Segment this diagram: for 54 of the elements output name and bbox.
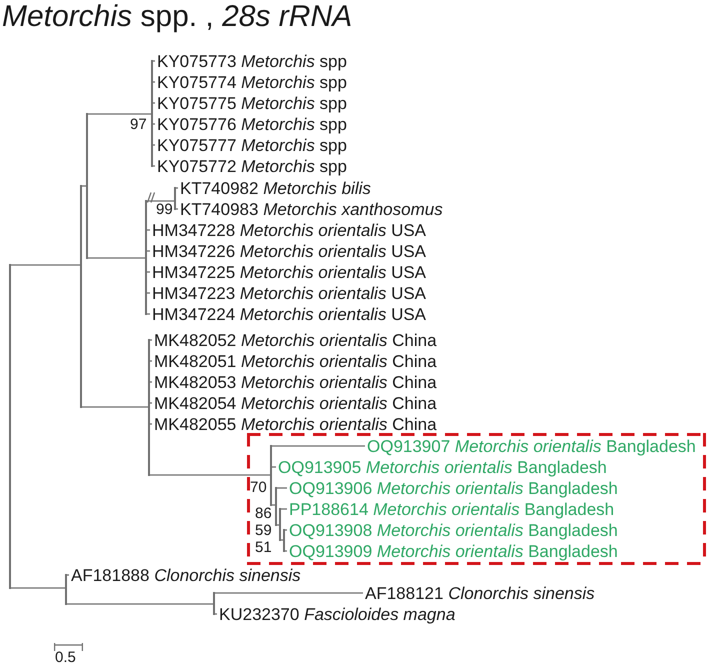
taxon-label: HM347225 Metorchis orientalis USA bbox=[150, 262, 426, 282]
branch-line bbox=[272, 445, 365, 447]
bootstrap-value: 86 bbox=[255, 506, 272, 522]
branch-line bbox=[146, 200, 174, 202]
taxon-label: OQ913908 Metorchis orientalis Bangladesh bbox=[287, 520, 618, 540]
clade-line bbox=[148, 339, 150, 476]
branch-line bbox=[80, 406, 148, 408]
clade-line bbox=[80, 185, 82, 408]
clade-line bbox=[86, 113, 88, 259]
bootstrap-value: 59 bbox=[255, 522, 272, 539]
taxon-label: AF181888 Clonorchis sinensis bbox=[69, 566, 301, 584]
clade-line bbox=[9, 264, 10, 589]
taxon-label: MK482054 Metorchis orientalis China bbox=[152, 394, 437, 412]
taxon-label: HM347228 Metorchis orientalis USA bbox=[150, 220, 426, 240]
branch-line bbox=[88, 113, 151, 115]
taxon-label: KY075776 Metorchis spp bbox=[155, 114, 347, 134]
bootstrap-value: 70 bbox=[250, 480, 267, 496]
bootstrap-value: 51 bbox=[255, 540, 272, 556]
taxon-label: KT740982 Metorchis bilis bbox=[178, 178, 371, 198]
taxon-label: HM347226 Metorchis orientalis USA bbox=[150, 242, 426, 260]
clade-line bbox=[145, 200, 146, 315]
taxon-label: OQ913905 Metorchis orientalis Bangladesh bbox=[276, 458, 607, 476]
branch-line bbox=[148, 474, 270, 476]
scale-label: 0.5 bbox=[55, 650, 76, 665]
taxon-label: KU232370 Fascioloides magna bbox=[217, 604, 456, 624]
diagram-title: Metorchis spp. , 28s rRNA bbox=[2, 0, 352, 34]
taxon-label: OQ913909 Metorchis orientalis Bangladesh bbox=[287, 542, 618, 560]
bootstrap-value: 99 bbox=[156, 202, 173, 218]
branch-line bbox=[214, 592, 363, 594]
branch-line bbox=[10, 587, 65, 589]
taxon-label: KY075777 Metorchis spp bbox=[155, 136, 347, 154]
branch-line bbox=[10, 264, 80, 266]
dashed-highlight-frame bbox=[247, 433, 706, 565]
clade-line bbox=[65, 574, 66, 605]
branch-line bbox=[86, 257, 145, 259]
taxon-label: KY075772 Metorchis spp bbox=[155, 156, 347, 176]
taxon-label: KT740983 Metorchis xanthosomus bbox=[178, 200, 443, 218]
bootstrap-value: 97 bbox=[130, 116, 147, 133]
taxon-label: AF188121 Clonorchis sinensis bbox=[363, 584, 595, 602]
taxon-label: HM347223 Metorchis orientalis USA bbox=[150, 284, 426, 302]
branch-line bbox=[66, 603, 213, 605]
taxon-label: KY075773 Metorchis spp bbox=[155, 52, 347, 70]
taxon-label: KY075775 Metorchis spp bbox=[155, 94, 347, 112]
taxon-label: MK482052 Metorchis orientalis China bbox=[152, 330, 437, 350]
taxon-label: PP188614 Metorchis orientalis Bangladesh bbox=[287, 500, 614, 518]
taxon-label: MK482053 Metorchis orientalis China bbox=[152, 372, 437, 392]
taxon-label: OQ913906 Metorchis orientalis Bangladesh bbox=[287, 478, 618, 498]
taxon-label: OQ913907 Metorchis orientalis Bangladesh bbox=[365, 436, 696, 456]
taxon-label: HM347224 Metorchis orientalis USA bbox=[150, 304, 426, 324]
taxon-label: MK482055 Metorchis orientalis China bbox=[152, 414, 437, 434]
branch-line bbox=[276, 487, 287, 489]
taxon-label: KY075774 Metorchis spp bbox=[155, 72, 347, 92]
taxon-label: MK482051 Metorchis orientalis China bbox=[152, 352, 437, 370]
clade-line bbox=[213, 592, 214, 615]
